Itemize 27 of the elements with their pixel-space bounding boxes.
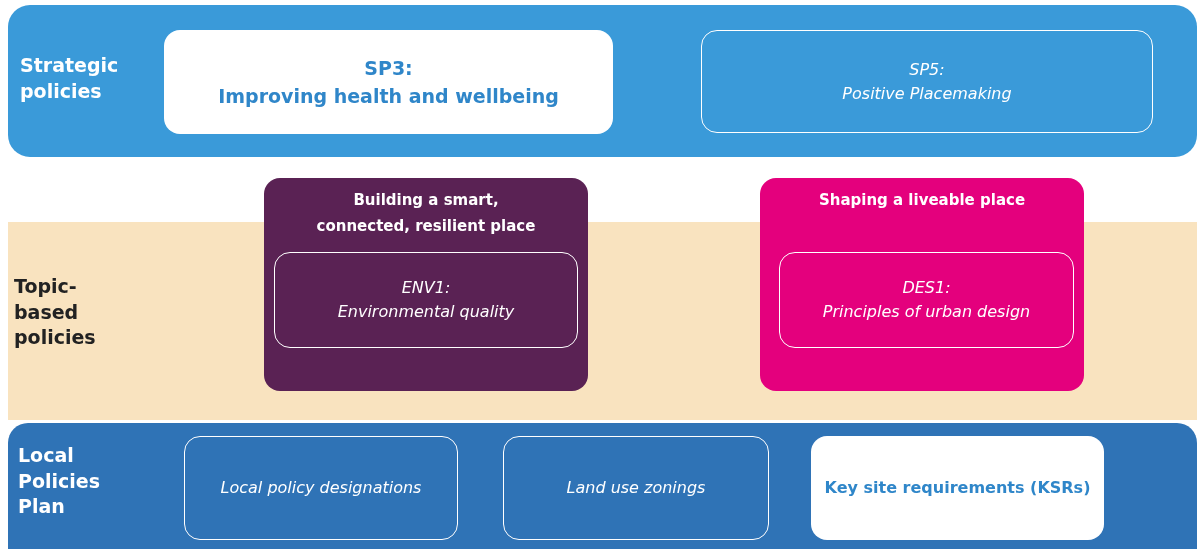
- policy-label: SP5:: [909, 58, 945, 81]
- policy-box: [811, 436, 1104, 540]
- policy-box: [164, 30, 613, 134]
- policy-outline-box: [503, 436, 769, 540]
- band-heading: Topic-based policies: [14, 274, 97, 351]
- band-heading: Strategic policies: [20, 53, 120, 104]
- policy-label: SP3:: [364, 55, 413, 81]
- policy-label: Improving health and wellbeing: [218, 84, 559, 109]
- policy-label: DES1:: [902, 277, 951, 299]
- policy-outline-box: [274, 252, 578, 348]
- policy-label: ENV1:: [401, 277, 451, 299]
- policy-label: Local policy designations: [220, 477, 422, 499]
- panel-heading: Building a smart, connected, resilient place: [315, 190, 537, 237]
- panel-heading: Shaping a liveable place: [818, 190, 1026, 211]
- policy-label: Principles of urban design: [822, 301, 1031, 323]
- band: [8, 423, 1197, 549]
- policy-label: Land use zonings: [566, 477, 706, 499]
- topic-panel: [264, 178, 588, 391]
- policy-label: Key site requirements (KSRs): [824, 477, 1091, 499]
- policy-outline-box: [184, 436, 458, 540]
- policy-label: Positive Placemaking: [842, 82, 1012, 105]
- policy-outline-box: [701, 30, 1153, 133]
- policy-label: Environmental quality: [337, 301, 515, 323]
- band: [8, 5, 1197, 157]
- policy-outline-box: [779, 252, 1074, 348]
- band-heading: Local Policies Plan: [18, 443, 101, 520]
- topic-panel: [760, 178, 1084, 391]
